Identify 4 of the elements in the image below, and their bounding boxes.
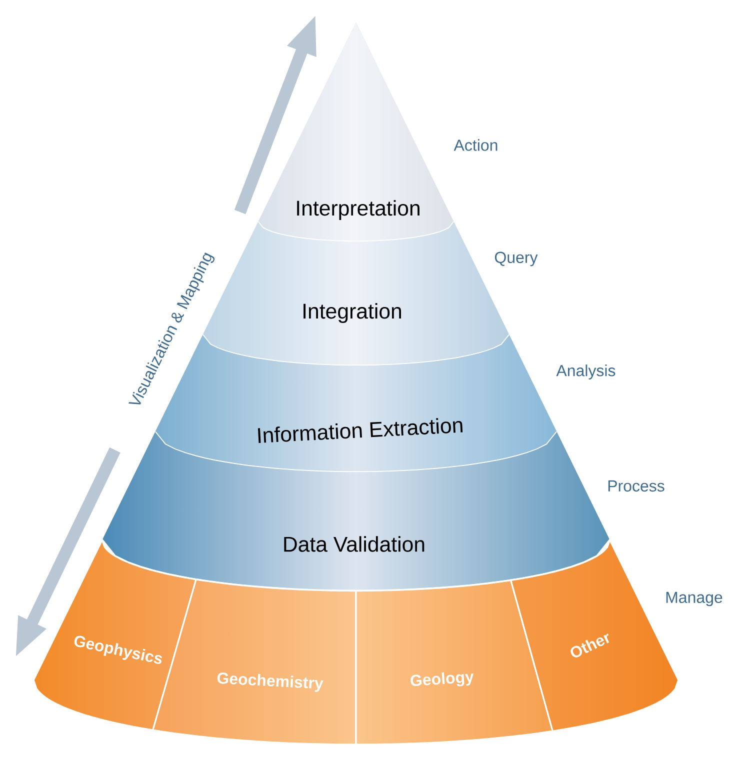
level-label: Analysis — [556, 364, 616, 380]
cone-band: Interpretation — [257, 22, 455, 243]
level-label: Action — [454, 139, 498, 151]
level-label: Process — [608, 480, 664, 492]
